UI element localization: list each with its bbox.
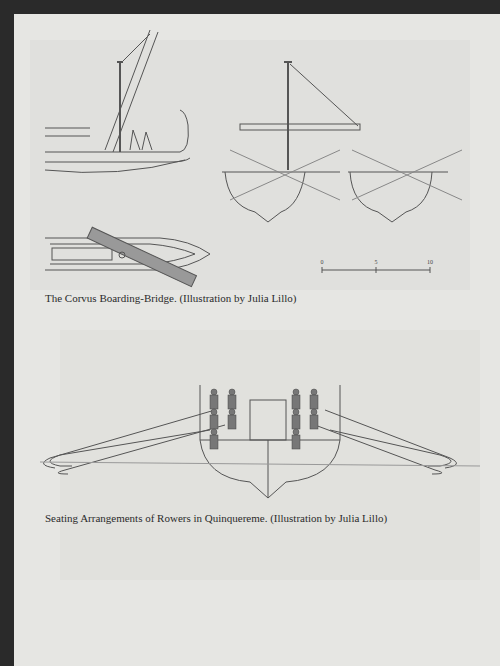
rower-head: [211, 389, 217, 395]
rower-head: [293, 409, 299, 415]
rower-head: [229, 409, 235, 415]
rower-body: [228, 415, 236, 429]
rower-body: [310, 415, 318, 429]
rower-head: [211, 409, 217, 415]
rower-head: [293, 429, 299, 435]
rower-head: [229, 389, 235, 395]
scale-number: 5: [375, 259, 378, 265]
rower-head: [211, 429, 217, 435]
scale-number: 10: [427, 259, 433, 265]
figure-caption: The Corvus Boarding-Bridge. (Illustratio…: [45, 292, 296, 304]
rower-head: [293, 389, 299, 395]
rower-body: [210, 435, 218, 449]
rower-body: [292, 395, 300, 409]
figure-caption: Seating Arrangements of Rowers in Quinqu…: [45, 512, 387, 524]
rower-body: [210, 395, 218, 409]
rower-head: [311, 389, 317, 395]
rower-body: [292, 415, 300, 429]
rower-body: [228, 395, 236, 409]
scale-number: 0: [321, 259, 324, 265]
rower-head: [311, 409, 317, 415]
rower-body: [210, 415, 218, 429]
rower-body: [310, 395, 318, 409]
rower-body: [292, 435, 300, 449]
